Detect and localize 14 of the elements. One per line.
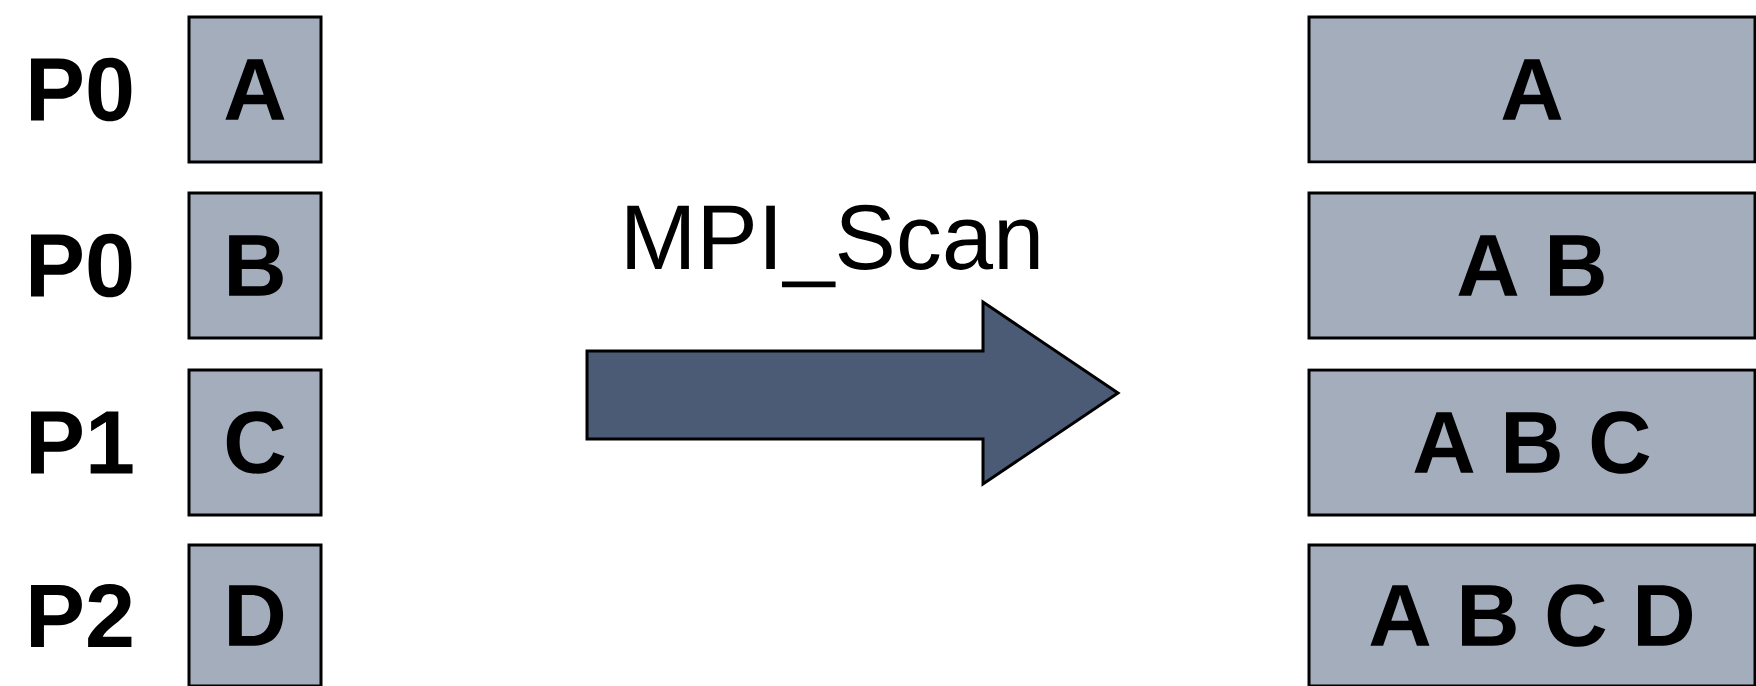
value-box: B <box>187 191 323 340</box>
process-label: P1 <box>31 411 133 474</box>
process-label: P2 <box>31 584 132 647</box>
value-box: A B C <box>1307 368 1756 517</box>
process-label: P0 <box>31 57 132 122</box>
value-box: D <box>187 543 323 686</box>
value-box: A B <box>1307 191 1756 340</box>
value-box: A <box>1307 15 1756 164</box>
value-box: A B C D <box>1307 543 1756 686</box>
arrow-label: MPI_Scan <box>627 204 1039 288</box>
value-box: A <box>187 15 323 164</box>
value-box: C <box>187 368 323 517</box>
block-arrow <box>585 299 1121 487</box>
process-label: P0 <box>31 233 132 298</box>
